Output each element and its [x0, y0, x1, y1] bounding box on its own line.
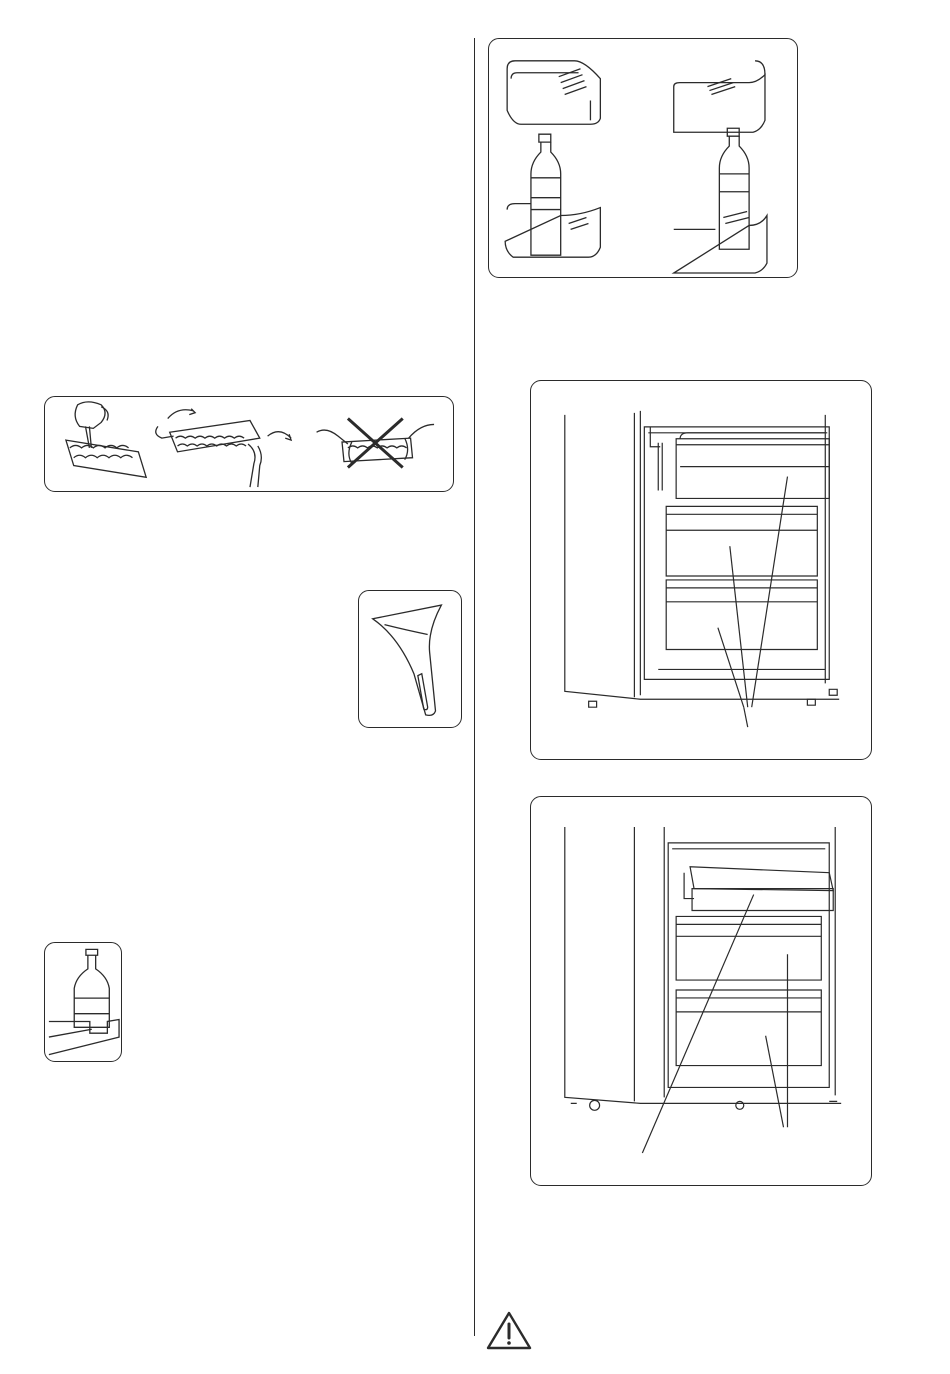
- freezer-drawer-middle-icon: [676, 916, 821, 980]
- freezer-drawer-top-icon: [676, 433, 829, 499]
- freezer-drawer-middle-icon: [666, 506, 817, 576]
- freezer-drawers-open-figure: [530, 796, 872, 1186]
- column-divider: [474, 38, 475, 1336]
- bottle-in-holder-icon: [49, 949, 119, 1054]
- do-not-twist-step-icon: [317, 419, 435, 468]
- ice-scraper-icon: [373, 605, 442, 715]
- freezer-drawers-figure: [530, 380, 872, 760]
- fill-tray-step-icon: [66, 402, 146, 477]
- ice-tray-figure: [44, 396, 454, 492]
- bottle-holder-figure: [44, 942, 122, 1062]
- freezer-cabinet-icon: [565, 827, 841, 1103]
- warning-triangle-icon: [486, 1310, 532, 1350]
- twist-tray-step-icon: [156, 409, 291, 487]
- door-shelf-icon: [507, 61, 600, 124]
- freezer-cabinet-icon: [565, 411, 839, 699]
- door-shelf-figure: [488, 38, 798, 278]
- freezer-drawer-pulled-out-icon: [684, 867, 833, 911]
- freezer-drawer-bottom-icon: [676, 990, 821, 1066]
- door-shelf-with-bottle-icon: [674, 128, 767, 273]
- door-shelf-icon: [674, 61, 765, 132]
- door-shelf-with-bottle-icon: [505, 134, 600, 257]
- ice-scraper-figure: [358, 590, 462, 728]
